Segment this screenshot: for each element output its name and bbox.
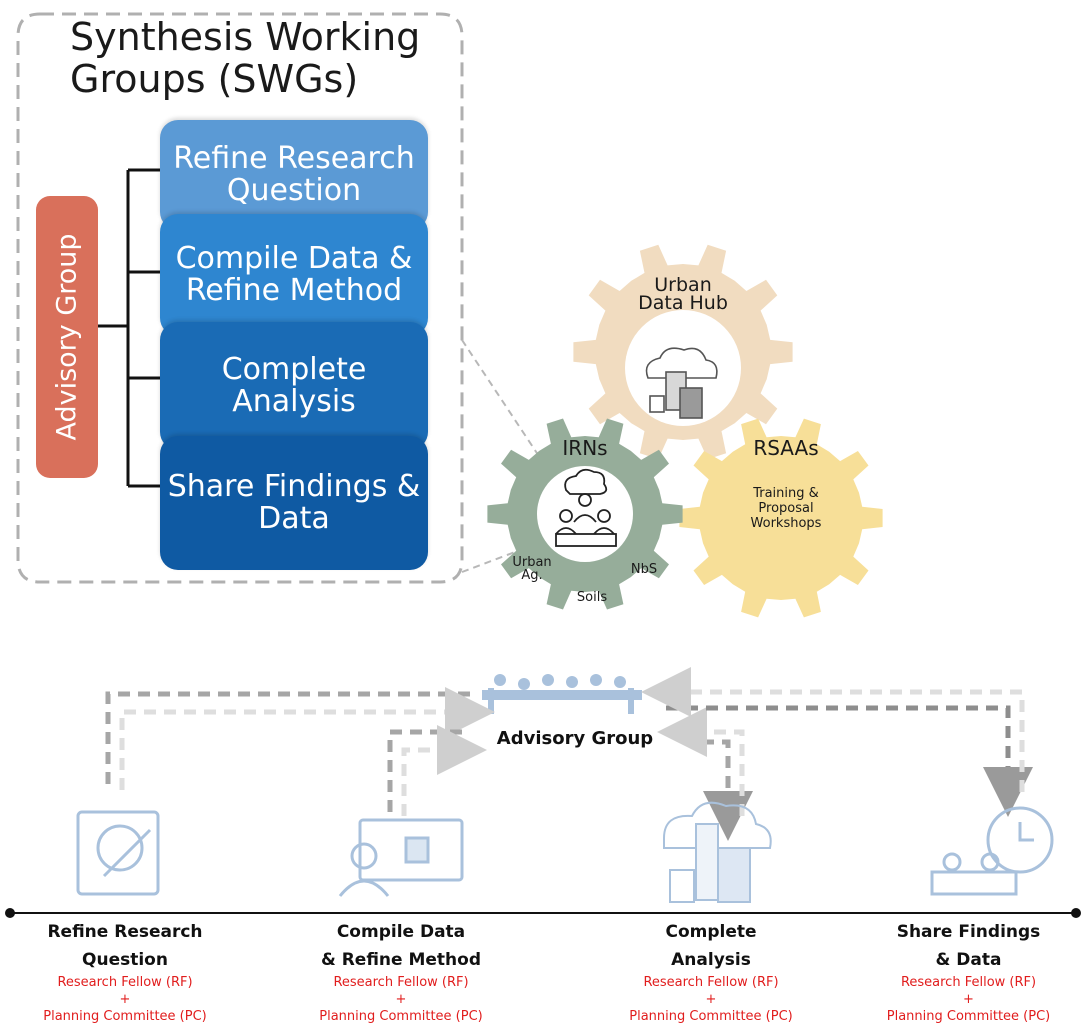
urban-data-hub-gear — [573, 244, 793, 460]
stage-role-rf: Research Fellow (RF) — [333, 975, 469, 990]
stage-role-pc: Planning Committee (PC) — [319, 1009, 483, 1024]
stage-complete-analysis: Complete Analysis Research Fellow (RF) +… — [596, 918, 826, 1025]
irns-label: IRNs — [562, 436, 608, 460]
bracket-connector — [98, 168, 162, 488]
stage-title-line2: & Data — [935, 950, 1002, 970]
cloud-building-icon — [645, 347, 718, 419]
stage-icon-refine-question — [76, 810, 160, 896]
step-complete-analysis: Complete Analysis — [160, 322, 428, 450]
stage-share-findings: Share Findings & Data Research Fellow (R… — [856, 918, 1081, 1025]
stage-role-plus: + — [395, 992, 407, 1007]
stage-role-rf: Research Fellow (RF) — [643, 975, 779, 990]
stage-title-line1: Complete — [665, 922, 757, 942]
step-refine-research-question: Refine Research Question — [160, 120, 428, 230]
stage-role-rf: Research Fellow (RF) — [57, 975, 193, 990]
stage-title-line2: Analysis — [671, 950, 751, 970]
irns-tag-urban-ag: Urban Ag. — [512, 555, 552, 583]
rsaas-subtitle: Training & Proposal Workshops — [750, 486, 822, 531]
stage-role-plus: + — [705, 992, 717, 1007]
team-computer-icon — [555, 468, 617, 547]
rsaas-label: RSAAs — [753, 436, 819, 460]
stage-role-plus: + — [119, 992, 131, 1007]
stage-compile-data: Compile Data & Refine Method Research Fe… — [286, 918, 516, 1025]
advisory-group-vertical-label: Advisory Group — [36, 196, 98, 478]
stage-role-rf: Research Fellow (RF) — [900, 975, 1037, 990]
stage-icon-share-findings — [930, 806, 1054, 896]
stage-icon-complete-analysis — [663, 801, 772, 903]
stage-role-pc: Planning Committee (PC) — [43, 1009, 207, 1024]
stage-title-line1: Refine Research — [47, 922, 203, 942]
stage-title-line2: & Refine Method — [320, 950, 482, 970]
stage-role-plus: + — [963, 992, 974, 1007]
stage-title-line2: Question — [82, 950, 168, 970]
swg-container-border — [16, 12, 464, 584]
step-share-findings: Share Findings & Data — [160, 436, 428, 570]
stage-refine-question: Refine Research Question Research Fellow… — [10, 918, 240, 1025]
stage-icon-compile-data — [338, 818, 464, 897]
stage-role-pc: Planning Committee (PC) — [629, 1009, 793, 1024]
timeline-advisory-label: Advisory Group — [496, 728, 654, 749]
swg-title: Synthesis Working Groups (SWGs) — [70, 15, 421, 101]
advisory-team-icon — [482, 674, 642, 714]
irns-tag-nbs: NbS — [630, 562, 658, 577]
urban-data-hub-label: Urban Data Hub — [638, 274, 728, 314]
stage-role-pc: Planning Committee (PC) — [886, 1009, 1051, 1024]
stage-title-line1: Compile Data — [336, 922, 466, 942]
step-compile-data: Compile Data & Refine Method — [160, 214, 428, 336]
irns-tag-soils: Soils — [576, 590, 608, 605]
rsaas-gear — [679, 418, 883, 618]
stage-title-line1: Share Findings — [896, 922, 1041, 942]
irns-gear — [487, 418, 683, 610]
